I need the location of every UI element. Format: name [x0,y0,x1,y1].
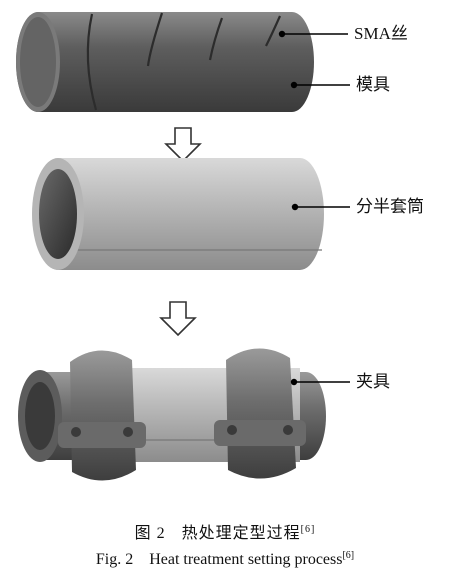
label-mold: 模具 [356,75,390,94]
label-clamp: 夹具 [356,372,390,391]
clamp-leader [290,378,350,386]
caption-english: Fig. 2 Heat treatment setting process[6] [0,550,450,569]
label-split-sleeve: 分半套筒 [356,197,424,216]
sma-wire-leader [278,30,348,38]
caption-chinese: 图 2 热处理定型过程[6] [0,519,450,543]
mold-leader [290,81,350,89]
caption-en-text: Heat treatment setting process [149,551,343,568]
sma-wire-coil [86,12,282,111]
caption-en-number: Fig. 2 [95,551,134,568]
caption-en-reference: [6] [342,550,355,561]
clamp-assembly [18,348,326,481]
down-arrow-icon [164,127,202,163]
process-figure [16,12,350,481]
mold-cylinder [16,12,314,112]
label-sma-wire: SMA丝 [354,24,408,43]
down-arrow-icon [159,301,197,337]
caption-cn-reference: [6] [300,524,316,535]
split-sleeve-leader [291,203,350,211]
caption-cn-text: 热处理定型过程 [181,525,301,542]
caption-cn-number: 图 2 [134,525,166,542]
split-sleeve-cylinder [32,158,324,270]
